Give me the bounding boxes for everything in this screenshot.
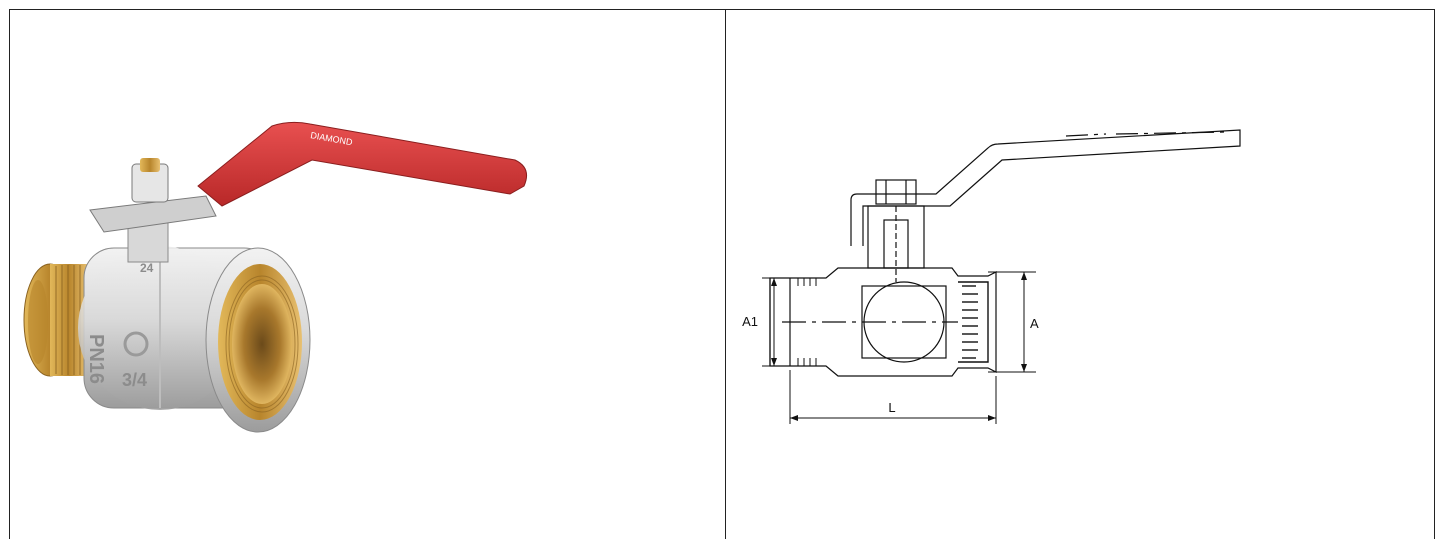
technical-drawing-cell: A1 A L — [726, 10, 1435, 539]
logo-mark-icon — [123, 331, 149, 357]
stem-size-marking: 24 — [140, 261, 154, 275]
red-lever-handle: DIAMOND — [197, 121, 527, 207]
body-marking-size: 3/4 — [122, 370, 147, 390]
ball-valve-photo: PN16 3/4 24 — [23, 121, 527, 433]
dimension-arrows — [771, 272, 1027, 421]
dimension-l-label: L — [888, 400, 895, 415]
product-photo-cell: PN16 3/4 24 — [9, 10, 726, 539]
ball-valve-section-drawing: A1 A L — [742, 129, 1241, 424]
dimension-a-label: A — [1030, 316, 1039, 331]
svg-text:PN16: PN16 — [85, 334, 107, 384]
dimension-lines — [762, 271, 1036, 424]
valve-stem — [89, 158, 217, 263]
female-thread-end — [205, 247, 311, 433]
drawing-lever-handle — [850, 129, 1241, 246]
drawing-stem — [867, 179, 925, 282]
product-table: PN16 3/4 24 — [9, 9, 1435, 539]
stem-nut — [140, 158, 160, 172]
body-marking-rating: PN16 — [85, 334, 107, 384]
dimension-a1-label: A1 — [742, 314, 758, 329]
